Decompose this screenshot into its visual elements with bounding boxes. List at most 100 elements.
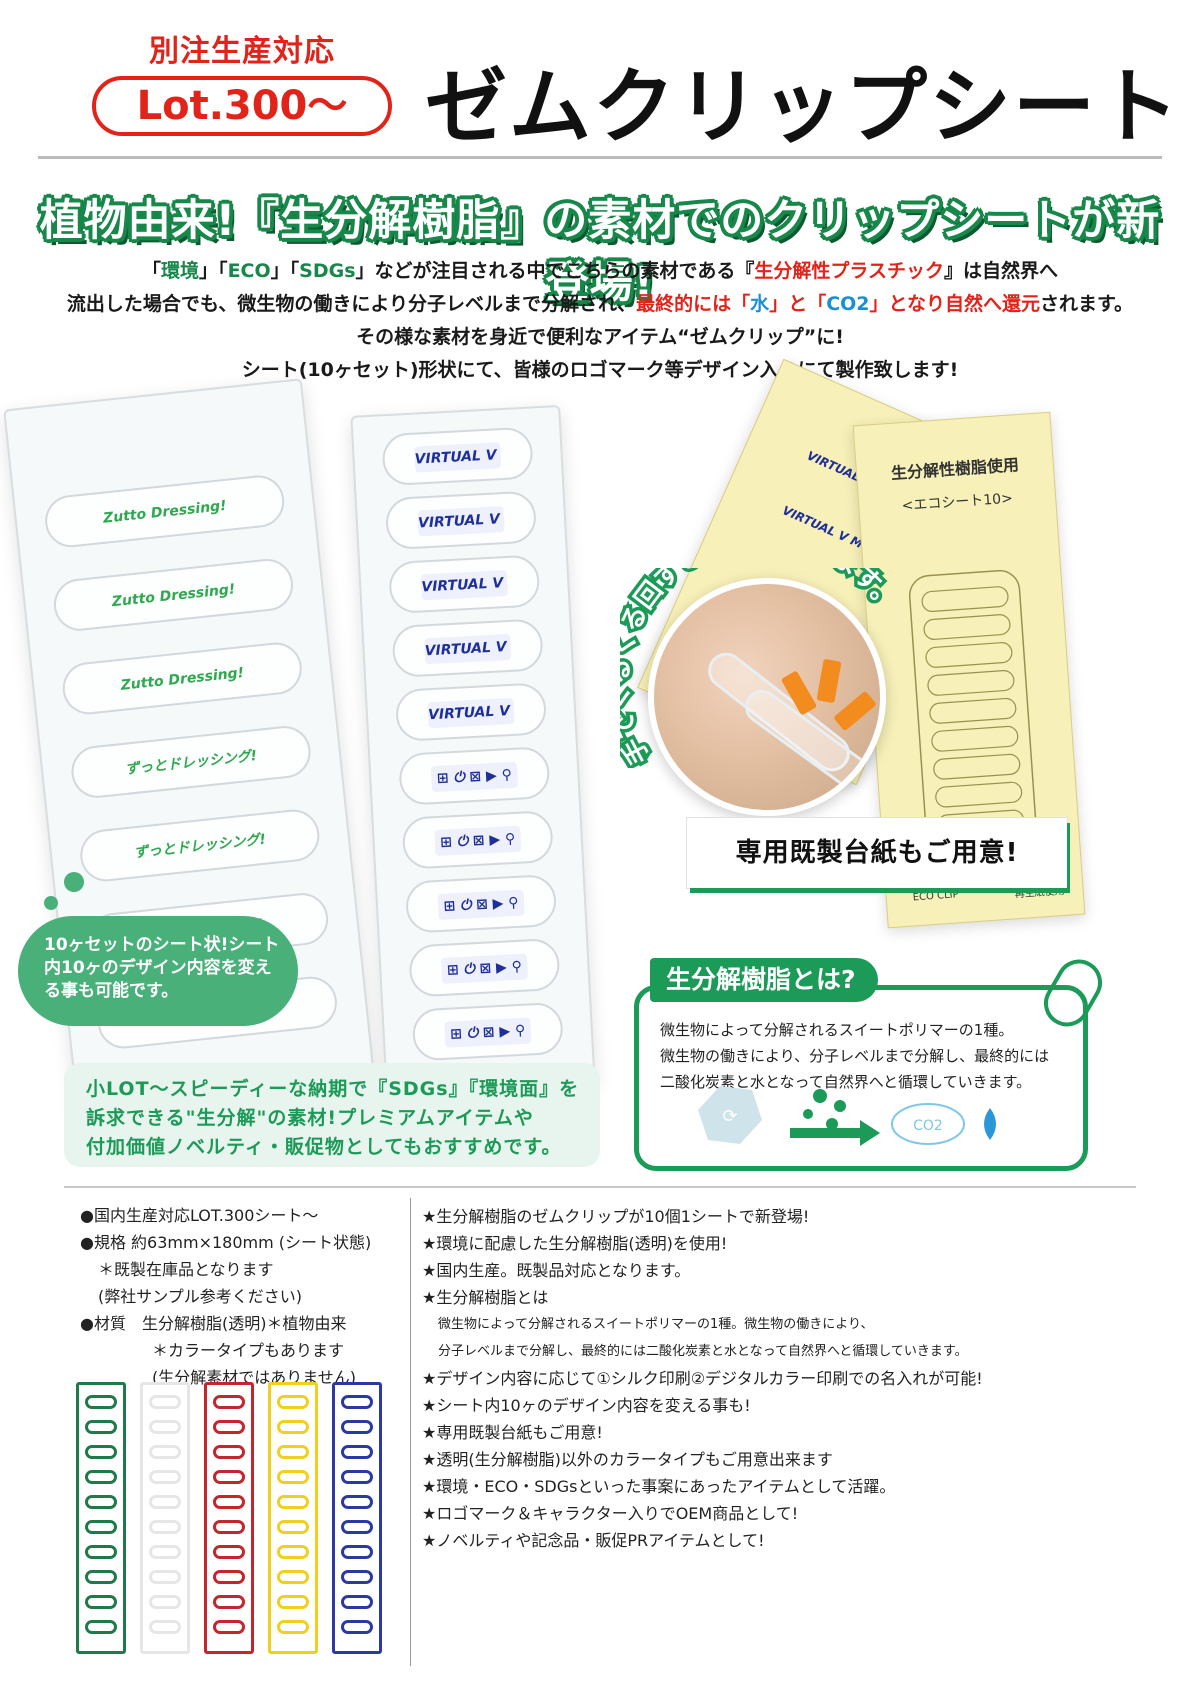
feature-item: ★透明(生分解樹脂)以外のカラータイプもご用意出来ます — [422, 1450, 833, 1469]
sample-clip — [277, 1420, 309, 1434]
sample-clip — [341, 1545, 373, 1559]
sample-clip — [149, 1620, 181, 1634]
feature-item: ★ノベルティや記念品・販促PRアイテムとして! — [422, 1531, 765, 1550]
feature-item: ★シート内10ヶのデザイン内容を変える事も! — [422, 1396, 751, 1415]
sample-clip — [277, 1395, 309, 1409]
divider — [64, 1186, 1136, 1188]
divider — [38, 156, 1162, 159]
sample-clip — [149, 1520, 181, 1534]
feature-detail: 分子レベルまで分解し、最終的には二酸化炭素と水となって自然界へと循環していきます… — [438, 1344, 968, 1359]
paper-clip: Zutto Dressing! — [60, 640, 305, 717]
clip-print-label: ⊞ ⏻ ⊠ ▶ ⚲ — [430, 761, 519, 793]
sample-clip — [213, 1470, 245, 1484]
eco-clip-label: ECO CLIP — [912, 889, 959, 904]
feature-list: ★生分解樹脂のゼムクリップが10個1シートで新登場! ★環境に配慮した生分解樹脂… — [422, 1203, 1182, 1554]
clip-print-label: VIRTUAL V MONSTER — [424, 633, 512, 665]
clip-print-label: VIRTUAL V MONSTER — [427, 697, 515, 729]
sample-clip — [85, 1520, 117, 1534]
feature-item: ★デザイン内容に応じて①シルク印刷②デジタルカラー印刷での名入れが可能! — [422, 1369, 983, 1388]
color-sample-sheet — [140, 1382, 190, 1654]
water-drop-icon — [984, 1108, 996, 1140]
sample-clip — [85, 1445, 117, 1459]
paper-clip: ⊞ ⏻ ⊠ ▶ ⚲ — [404, 873, 558, 934]
svg-text:CO2: CO2 — [913, 1118, 943, 1134]
sample-clip — [213, 1570, 245, 1584]
sample-clip — [85, 1420, 117, 1434]
clip-print-label: ⊞ ⏻ ⊠ ▶ ⚲ — [434, 825, 522, 857]
intro-line-1: 「環境」「ECO」「SDGs」などが注目される中でこちらの素材である『生分解性プ… — [142, 260, 1058, 282]
sample-clip — [213, 1445, 245, 1459]
sample-clip — [149, 1595, 181, 1609]
sample-clip — [277, 1545, 309, 1559]
sample-clip — [213, 1520, 245, 1534]
bio-info-text: 微生物によって分解されるスイートポリマーの1種。 微生物の働きにより、分子レベル… — [660, 1021, 1050, 1091]
feature-item: ★生分解樹脂とは — [422, 1288, 549, 1307]
backing-card-front: 生分解性樹脂使用 <エコシート10> ECO CLIP 再生紙使用 — [852, 411, 1086, 929]
hand-twist-photo — [648, 578, 886, 816]
clip-sheet-monster: VIRTUAL V MONSTER VIRTUAL V MONSTER VIRTUA… — [350, 404, 596, 1096]
paper-clip: ずっとドレッシング! — [68, 723, 314, 801]
clip-print-label: ずっとドレッシング! — [133, 831, 267, 862]
sample-clip — [85, 1495, 117, 1509]
sample-clip — [149, 1395, 181, 1409]
feature-item: ★環境・ECO・SDGsといった事案にあったアイテムとして活躍。 — [422, 1477, 896, 1496]
ready-made-card-banner: 専用既製台紙もご用意! — [687, 818, 1067, 888]
promo-box: 小LOT～スピーディーな納期で『SDGs』『環境面』を 訴求できる"生分解"の素… — [64, 1063, 600, 1167]
clip-print-label: Zutto Dressing! — [119, 664, 245, 694]
spec-note: (弊社サンプル参考ください) — [98, 1287, 303, 1306]
sample-clip — [149, 1420, 181, 1434]
feature-item: ★環境に配慮した生分解樹脂(透明)を使用! — [422, 1234, 728, 1253]
sample-clip — [149, 1495, 181, 1509]
sample-clip — [213, 1545, 245, 1559]
paper-clip: ⊞ ⏻ ⊠ ▶ ⚲ — [411, 1001, 565, 1062]
sample-clip — [341, 1420, 373, 1434]
svg-text:⟳: ⟳ — [722, 1106, 737, 1127]
column-divider — [410, 1198, 411, 1666]
sample-clip — [213, 1595, 245, 1609]
sample-clip — [85, 1620, 117, 1634]
color-sample-sheet — [204, 1382, 254, 1654]
feature-detail: 微生物によって分解されるスイートポリマーの1種。微生物の働きにより、 — [438, 1317, 874, 1332]
sample-clip — [149, 1445, 181, 1459]
microbe-icon — [803, 1089, 846, 1130]
paper-clip: VIRTUAL V MONSTER — [384, 490, 538, 551]
sample-clip — [277, 1595, 309, 1609]
spec-list: ●国内生産対応LOT.300シート～ ●規格 約63mm×180mm (シート状… — [80, 1202, 400, 1391]
paper-clip: Zutto Dressing! — [42, 472, 287, 550]
clip-print-label: VIRTUAL V MONSTER — [417, 506, 505, 537]
sample-clip — [341, 1445, 373, 1459]
sample-clip — [341, 1595, 373, 1609]
sample-clip — [149, 1570, 181, 1584]
decomposition-diagram: ⟳ CO2 — [698, 1086, 996, 1146]
clip-print-label: ⊞ ⏻ ⊠ ▶ ⚲ — [437, 889, 525, 921]
spec-size: ●規格 約63mm×180mm (シート状態) — [80, 1233, 372, 1252]
spec-note: ＊既製在庫品となります — [98, 1260, 274, 1279]
sample-clip — [277, 1470, 309, 1484]
paper-clip: VIRTUAL V MONSTER — [394, 682, 548, 742]
intro-line-2: 流出した場合でも、微生物の働きにより分子レベルまで分解され、最終的には「水」と「… — [66, 293, 1134, 315]
sample-clip — [213, 1420, 245, 1434]
decor-dot — [64, 872, 84, 892]
sample-clip — [277, 1445, 309, 1459]
feature-item: ★生分解樹脂のゼムクリップが10個1シートで新登場! — [422, 1207, 810, 1226]
recycle-hex-icon: ⟳ — [698, 1086, 762, 1144]
sample-clip — [149, 1545, 181, 1559]
clip-print-label: Zutto Dressing! — [102, 497, 228, 527]
co2-cloud-icon: CO2 — [891, 1103, 965, 1145]
feature-item: ★ロゴマーク＆キャラクター入りでOEM商品として! — [422, 1504, 799, 1523]
sample-clip — [85, 1395, 117, 1409]
lot-pill: Lot.300～ — [92, 76, 392, 136]
feature-item: ★国内生産。既製品対応となります。 — [422, 1261, 691, 1280]
sample-clip — [341, 1495, 373, 1509]
spec-material: ●材質 生分解樹脂(透明)＊植物由来 — [80, 1314, 347, 1333]
sample-clip — [277, 1495, 309, 1509]
lot-badge: 別注生産対応 Lot.300～ — [92, 26, 392, 136]
sample-clip — [85, 1595, 117, 1609]
clip-print-label: ⊞ ⏻ ⊠ ▶ ⚲ — [444, 1017, 532, 1048]
intro-text: 「環境」「ECO」「SDGs」などが注目される中でこちらの素材である『生分解性プ… — [20, 255, 1180, 387]
clip-print-label: VIRTUAL V MONSTER — [414, 442, 502, 473]
clip-print-label: ⊞ ⏻ ⊠ ▶ ⚲ — [440, 953, 529, 984]
color-sample-sheet — [268, 1382, 318, 1654]
sample-clip — [277, 1570, 309, 1584]
sample-clip — [341, 1470, 373, 1484]
